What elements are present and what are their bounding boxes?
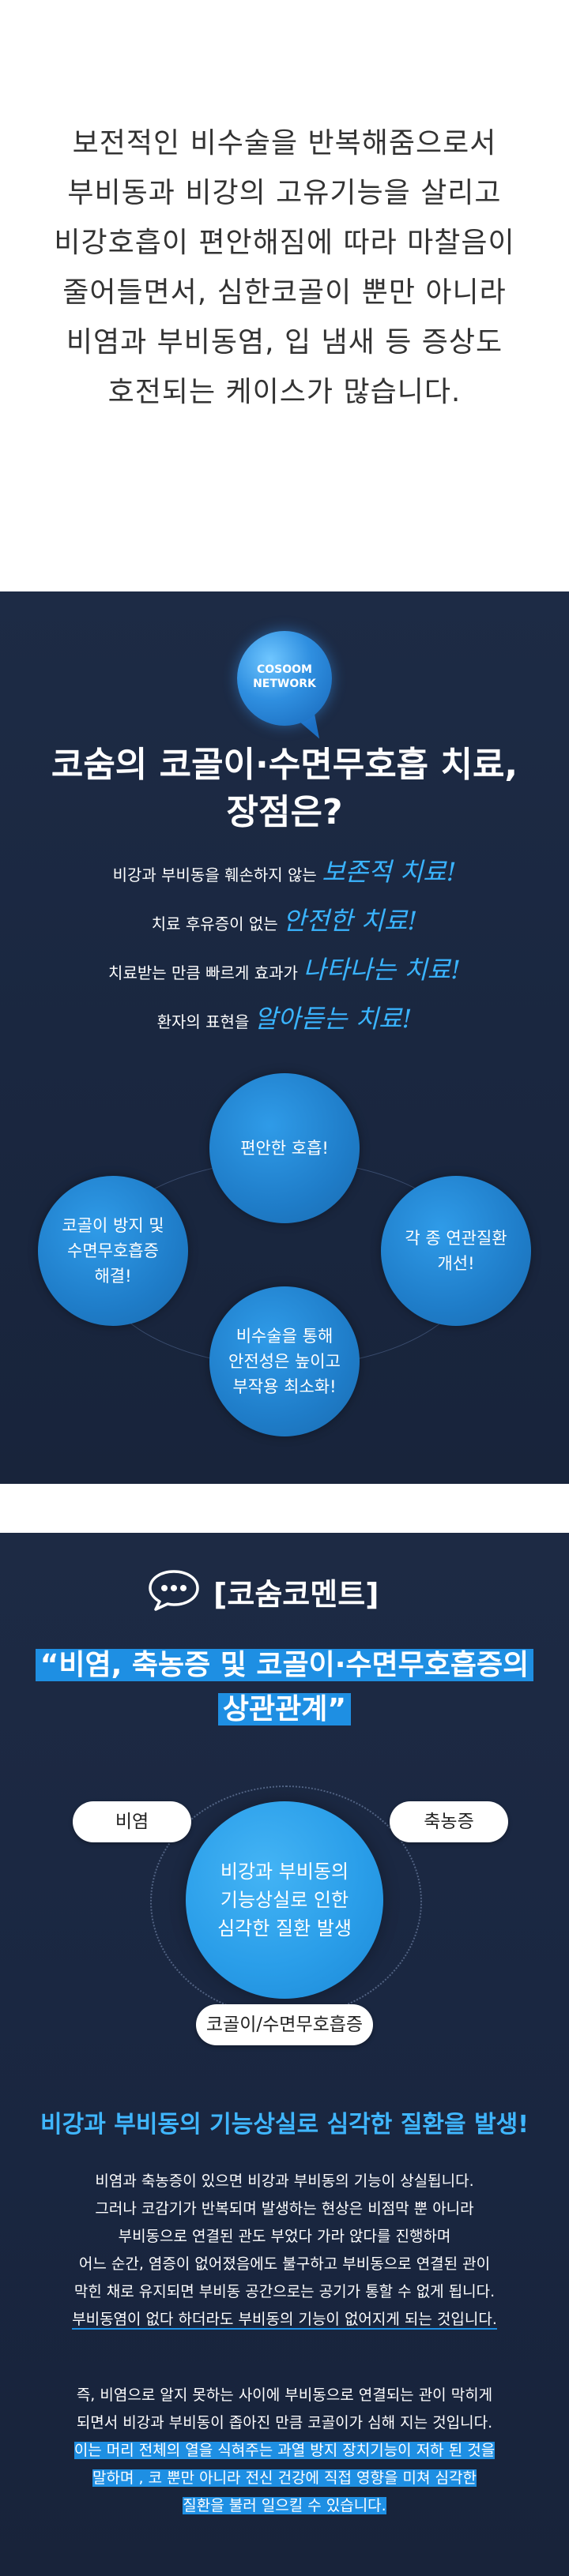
logo-text-line1: COSOOM [257, 663, 312, 676]
paragraph-line-underlined: 부비동염이 없다 하더라도 부비동의 기능이 없어지게 되는 것입니다. [72, 2311, 497, 2330]
advantage-emphasis: 나타나는 치료! [303, 955, 461, 985]
advantage-text: 환자의 표현을 [156, 1012, 254, 1031]
paragraph-line: 부비동으로 연결된 관도 부었다 가라 앉다를 진행하며 [118, 2228, 451, 2245]
advantage-item: 비강과 부비동을 훼손하지 않는 보존적 치료! [0, 852, 569, 901]
paragraph-line-highlighted: 말하며 , 코 뿐만 아니라 전신 건강에 직접 영향을 미쳐 심각한 [92, 2469, 477, 2487]
advantage-emphasis: 알아듣는 치료! [254, 1004, 413, 1034]
correlation-title-line2: 상관관계” [217, 1693, 352, 1725]
section-gap [0, 1484, 569, 1533]
correlation-title-line1: “비염, 축농증 및 코골이·수면무호흡증의 [35, 1649, 534, 1681]
logo-text: COSOOM NETWORK [237, 663, 332, 691]
correlation-title: “비염, 축농증 및 코골이·수면무호흡증의 상관관계” [0, 1643, 569, 1732]
comment-title: [코숨코멘트] [213, 1577, 379, 1612]
intro-section: 보전적인 비수술을 반복해줌으로서 부비동과 비강의 고유기능을 살리고 비강호… [0, 0, 569, 591]
advantage-item: 치료 후유증이 없는 안전한 치료! [0, 901, 569, 950]
advantage-item: 환자의 표현을 알아듣는 치료! [0, 999, 569, 1048]
paragraph-line: 어느 순간, 염증이 없어졌음에도 불구하고 부비동으로 연결된 관이 [78, 2255, 491, 2273]
logo-bubble [237, 631, 332, 726]
paragraph-line-highlighted: 이는 머리 전체의 열을 식혀주는 과열 방지 장치기능이 저하 된 것을 [73, 2442, 496, 2459]
logo-text-line2: NETWORK [253, 678, 316, 690]
advantage-item: 치료받는 만큼 빠르게 효과가 나타나는 치료! [0, 950, 569, 999]
correlation-diagram: 비강과 부비동의 기능상실로 인한 심각한 질환 발생 비염 축농증 코골이/수… [0, 1770, 569, 2045]
intro-line: 호전되는 케이스가 많습니다. [107, 376, 462, 408]
advantages-section: COSOOM NETWORK 코숨의 코골이·수면무호흡 치료, 장점은? 비강… [0, 591, 569, 1484]
correlation-subtitle: 비강과 부비동의 기능상실로 심각한 질환을 발생! [40, 2111, 529, 2139]
advantage-text: 치료 후유증이 없는 [151, 914, 284, 933]
benefit-circle-safety: 비수술을 통해 안전성은 높이고 부작용 최소화! [209, 1286, 360, 1436]
advantages-title-line2: 장점은? [226, 792, 343, 832]
paragraph-line: 되면서 비강과 부비동이 좁아진 만큼 코골이가 심해 지는 것입니다. [76, 2414, 493, 2431]
advantages-title-line1: 코숨의 코골이·수면무호흡 치료, [51, 745, 518, 785]
chat-bubble-icon [149, 1570, 199, 1611]
paragraph-line: 즉, 비염으로 알지 못하는 사이에 부비동으로 연결되는 관이 막히게 [76, 2386, 493, 2404]
advantages-title: 코숨의 코골이·수면무호흡 치료, 장점은? [0, 742, 569, 836]
paragraph-line-highlighted: 질환을 불러 일으킬 수 있습니다. [183, 2497, 386, 2514]
benefit-label: 코골이 방지 및 수면무호흡증 해결! [62, 1216, 164, 1286]
pill-sinusitis: 축농증 [390, 1801, 508, 1842]
advantage-text: 치료받는 만큼 빠르게 효과가 [108, 963, 303, 982]
comment-section: [코숨코멘트] “비염, 축농증 및 코골이·수면무호흡증의 상관관계” 비강과… [0, 1533, 569, 2576]
comment-header: [코숨코멘트] [0, 1568, 569, 1616]
center-circle: 비강과 부비동의 기능상실로 인한 심각한 질환 발생 [186, 1801, 383, 1999]
advantages-list: 비강과 부비동을 훼손하지 않는 보존적 치료! 치료 후유증이 없는 안전한 … [0, 852, 569, 1048]
center-label: 비강과 부비동의 기능상실로 인한 심각한 질환 발생 [217, 1861, 352, 1940]
explanation-paragraph-2: 즉, 비염으로 알지 못하는 사이에 부비동으로 연결되는 관이 막히게 되면서… [0, 2382, 569, 2520]
paragraph-line: 그러나 코감기가 반복되며 발생하는 현상은 비점막 뿐 아니라 [95, 2200, 474, 2217]
intro-line: 부비동과 비강의 고유기능을 살리고 [67, 177, 502, 209]
pill-rhinitis: 비염 [73, 1801, 191, 1842]
intro-paragraph: 보전적인 비수술을 반복해줌으로서 부비동과 비강의 고유기능을 살리고 비강호… [0, 118, 569, 417]
benefit-circle-snoring: 코골이 방지 및 수면무호흡증 해결! [38, 1176, 188, 1326]
advantage-emphasis: 보존적 치료! [322, 857, 457, 887]
explanation-paragraph-1: 비염과 축농증이 있으면 비강과 부비동의 기능이 상실됩니다. 그러나 코감기… [0, 2168, 569, 2334]
benefit-label: 각 종 연관질환 개선! [405, 1229, 507, 1273]
cosoom-network-logo: COSOOM NETWORK [237, 631, 332, 749]
pill-snoring-apnea: 코골이/수면무호흡증 [196, 2004, 373, 2045]
benefit-circle-breathing: 편안한 호흡! [209, 1073, 360, 1223]
benefit-label: 비수술을 통해 안전성은 높이고 부작용 최소화! [228, 1327, 341, 1396]
paragraph-line: 비염과 축농증이 있으면 비강과 부비동의 기능이 상실됩니다. [95, 2172, 474, 2190]
intro-line: 줄어들면서, 심한코골이 뿐만 아니라 [62, 276, 507, 309]
advantage-emphasis: 안전한 치료! [283, 906, 418, 936]
benefits-diagram: 편안한 호흡! 코골이 방지 및 수면무호흡증 해결! 각 종 연관질환 개선!… [0, 1065, 569, 1476]
advantage-text: 비강과 부비동을 훼손하지 않는 [112, 866, 322, 884]
intro-line: 비염과 부비동염, 입 냄새 등 증상도 [66, 326, 503, 359]
benefit-label: 편안한 호흡! [240, 1139, 329, 1158]
paragraph-line: 막힌 채로 유지되면 부비동 공간으로는 공기가 통할 수 없게 됩니다. [73, 2283, 496, 2300]
intro-line: 비강호흡이 편안해짐에 따라 마찰음이 [54, 227, 515, 259]
intro-line: 보전적인 비수술을 반복해줌으로서 [72, 127, 497, 160]
benefit-circle-related: 각 종 연관질환 개선! [381, 1176, 531, 1326]
